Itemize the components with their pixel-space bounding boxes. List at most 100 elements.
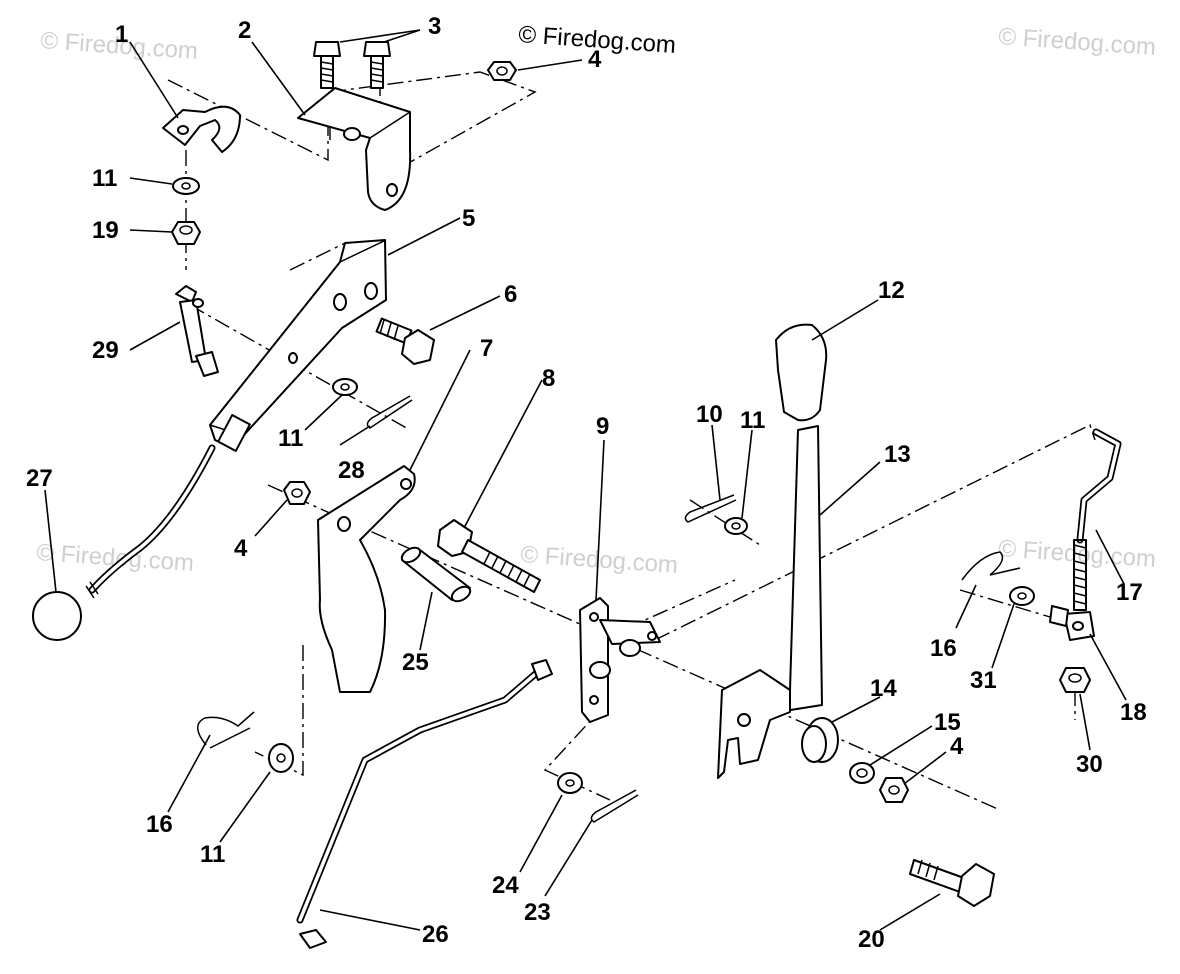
washer-arm <box>332 378 358 396</box>
callout-30: 30 <box>1076 751 1103 778</box>
long-link-rod-pin-top <box>531 659 553 681</box>
washer-lower-mid <box>557 772 583 794</box>
callout-27: 27 <box>26 465 53 492</box>
swivel-block <box>1049 605 1095 641</box>
washer-lower-mid-hole <box>565 779 575 787</box>
lift-arm-sleeve <box>217 414 251 452</box>
callout-4-top: 4 <box>588 46 602 73</box>
callout-numbers: 1 2 3 4 11 19 5 6 29 11 28 7 27 4 8 9 10… <box>26 13 1147 953</box>
pivot-plate-hole <box>337 516 351 532</box>
mounting-bracket <box>297 87 412 211</box>
washer-lower-left <box>268 743 294 773</box>
cotter-pin-arm <box>366 395 413 429</box>
callout-11-right: 11 <box>740 407 765 434</box>
bolt-pair <box>313 41 391 89</box>
shift-lever <box>723 425 823 713</box>
callout-28: 28 <box>338 457 365 484</box>
callout-11-mid: 11 <box>278 425 303 452</box>
adjust-rod-core <box>1078 430 1120 542</box>
callout-11-top: 11 <box>92 165 117 192</box>
lever-bracket <box>579 597 661 723</box>
long-bolt <box>437 519 541 593</box>
cotter-pin-upper <box>684 494 737 523</box>
callout-16-left: 16 <box>146 811 173 838</box>
hairpin-right <box>961 551 1021 581</box>
callout-10: 10 <box>696 401 723 428</box>
hex-nut-right <box>1059 667 1091 693</box>
control-knob <box>32 591 82 641</box>
short-link <box>175 285 219 377</box>
spacer-sleeve <box>400 546 472 603</box>
washer-lever <box>849 762 875 784</box>
washer-upper-left-hole <box>181 182 191 190</box>
handle-grip <box>775 323 828 422</box>
hex-nut-left-hole <box>179 225 193 235</box>
adjust-rod-threaded-end <box>1073 539 1087 611</box>
callout-4-lower: 4 <box>950 733 964 760</box>
shift-lever-hole <box>737 713 751 727</box>
watermark-top-right: © Firedog.com <box>998 23 1157 61</box>
callout-19: 19 <box>92 217 119 244</box>
callout-15: 15 <box>934 709 961 736</box>
hex-nut-lower-hole <box>888 785 900 795</box>
hex-nut-mid-hole <box>291 488 303 498</box>
washer-lower-left-hole <box>276 753 286 763</box>
callout-leaders <box>44 29 1127 931</box>
callout-17: 17 <box>1116 579 1143 606</box>
bushing <box>801 717 839 763</box>
callout-3: 3 <box>428 13 441 40</box>
hex-nut-top <box>487 61 517 81</box>
hex-nut-lower <box>879 777 909 803</box>
clip-hole <box>177 125 189 135</box>
callout-13: 13 <box>884 441 911 468</box>
callout-26: 26 <box>422 921 449 948</box>
pivot-plate-hole-top <box>400 478 412 490</box>
hex-nut-mid <box>283 481 311 505</box>
lift-arm-hole-a <box>364 282 378 300</box>
callout-12: 12 <box>878 277 905 304</box>
callout-24: 24 <box>492 872 519 899</box>
callout-31: 31 <box>970 667 997 694</box>
washer-arm-hole <box>340 383 350 391</box>
callout-23: 23 <box>524 899 551 926</box>
control-cable-core <box>90 446 214 592</box>
hairpin-left <box>197 711 255 749</box>
bracket-fold <box>369 111 411 139</box>
callout-25: 25 <box>402 649 429 676</box>
callout-14: 14 <box>870 675 897 702</box>
callout-9: 9 <box>596 413 609 440</box>
cotter-pin-lower <box>590 789 639 823</box>
callout-16-right: 16 <box>930 635 957 662</box>
clip-part <box>162 105 241 153</box>
shift-lever-foot <box>717 669 791 779</box>
callout-11-lower: 11 <box>200 841 225 868</box>
bracket-hole-lower <box>386 183 398 197</box>
hex-nut-right-hole <box>1068 673 1082 683</box>
callout-5: 5 <box>462 205 475 232</box>
callout-8: 8 <box>542 365 555 392</box>
callout-6: 6 <box>504 281 517 308</box>
shoulder-bolt <box>375 317 435 365</box>
long-link-rod-core <box>298 668 542 922</box>
bracket-hole <box>343 127 361 141</box>
washer-upper-left <box>172 177 200 195</box>
callout-1: 1 <box>115 21 128 48</box>
adjust-rod-thread <box>1073 544 1087 605</box>
callout-29: 29 <box>92 337 119 364</box>
lift-arm-edge <box>339 239 387 263</box>
washer-lever-hole <box>856 768 868 778</box>
callout-2: 2 <box>238 17 251 44</box>
assembly-lines <box>167 71 1096 811</box>
callout-4-mid: 4 <box>234 535 248 562</box>
hex-nut-left <box>171 221 201 245</box>
pivot-plate <box>317 465 416 693</box>
callout-18: 18 <box>1120 699 1147 726</box>
hex-bolt-lower <box>909 859 995 907</box>
washer-right <box>1009 586 1035 606</box>
cable-thread <box>85 581 99 599</box>
washer-upper-right-hole <box>731 522 741 530</box>
callout-20: 20 <box>858 926 885 953</box>
callout-7: 7 <box>480 335 493 362</box>
long-link-rod-pin-bottom <box>299 929 327 949</box>
